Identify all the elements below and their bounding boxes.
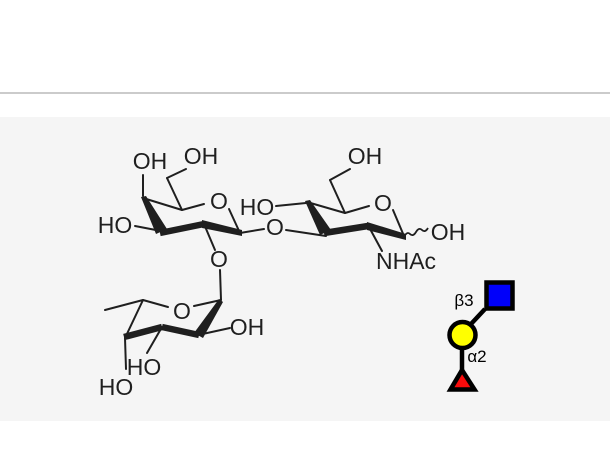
fucose-ring: [104, 269, 231, 370]
label-fuc-ho4: HO: [99, 374, 134, 400]
atom-labels: OH OH HO O O HO O OH O OH NHAc O OH HO H…: [98, 143, 466, 400]
label-gal-ho3: HO: [98, 212, 133, 238]
galactose-yellow-circle-icon: [447, 319, 478, 351]
wedge-glcnac-c4-c3: [305, 200, 331, 235]
label-fuc-ring-oxygen: O: [173, 298, 191, 324]
bond-fuc-c5-ringo: [142, 299, 169, 308]
linkage-label-beta3: β3: [454, 291, 473, 310]
label-gal-ring-oxygen: O: [210, 188, 228, 214]
bond-glcnac-c5-c6: [329, 179, 346, 214]
bond-gal-c1-glycosidic-o: [239, 228, 265, 234]
bond-gal-c4-c5: [142, 197, 183, 211]
label-glcnac-oh6: OH: [348, 143, 383, 169]
wavy-anomeric-bond: [403, 227, 429, 238]
wedge-fuc-c1-c2: [194, 299, 223, 338]
bond-o2-fuc-c1: [219, 269, 222, 301]
label-glcnac-ring-oxygen: O: [374, 190, 392, 216]
wedge-gal-c2-c1: [202, 220, 242, 236]
snfg-diagram: β3 α2: [446, 280, 515, 392]
bond-glcnac-c4-c5: [306, 201, 346, 214]
label-gal-oh4: OH: [133, 148, 168, 174]
bold-bond-fuc-c2-c3: [161, 323, 200, 339]
label-glcnac-anomeric-oh: OH: [431, 219, 466, 245]
bold-bond-gal-c3-c2: [159, 220, 205, 237]
wedge-gal-c4-c3: [141, 196, 167, 234]
label-glcnac-nhac: NHAc: [376, 248, 436, 274]
label-fuc-oh2: OH: [230, 314, 265, 340]
label-fuc-ho3: HO: [127, 354, 162, 380]
glcnac-ring: [275, 168, 429, 252]
bold-bond-glcnac-c3-c2: [323, 222, 369, 237]
bond-glcnac-c6-oh: [329, 168, 351, 181]
bond-glcnac-c4-oh: [275, 202, 307, 207]
label-gal-o2-linkage-oxygen: O: [210, 246, 228, 272]
bond-fuc-c5-methyl: [104, 299, 144, 311]
bond-glycosidic-o-glcnac-c3: [285, 229, 327, 237]
bond-glcnac-c5-ringo: [344, 205, 370, 214]
linkage-label-alpha2: α2: [467, 347, 486, 366]
horizontal-divider: [0, 92, 610, 94]
bond-fuc-c3-oh: [146, 326, 163, 354]
bond-glcnac-ringo-c1: [392, 209, 405, 237]
bond-fuc-ringo-c1: [193, 299, 222, 307]
structure-panel: [0, 117, 610, 421]
bond-gal-c5-ringo: [181, 203, 205, 211]
bond-fuc-c4-oh: [124, 337, 127, 370]
bond-gal-c5-c6: [166, 177, 183, 211]
bond-fuc-c4-c5: [124, 299, 144, 339]
label-gal-oh6: OH: [184, 143, 219, 169]
bond-gal-c6-oh: [166, 168, 187, 179]
wedge-glcnac-c2-c1: [367, 222, 406, 240]
label-glcnac-ho4: HO: [240, 194, 275, 220]
galactose-ring: [134, 168, 265, 251]
fucose-red-triangle-icon: [446, 365, 479, 392]
bond-gal-ringo-c1: [228, 208, 241, 234]
bold-bond-fuc-c3-c4: [123, 323, 163, 341]
label-glycosidic-oxygen: O: [266, 214, 284, 240]
glcnac-blue-square-icon: [484, 280, 515, 311]
snfg-link-beta3: [469, 307, 487, 326]
